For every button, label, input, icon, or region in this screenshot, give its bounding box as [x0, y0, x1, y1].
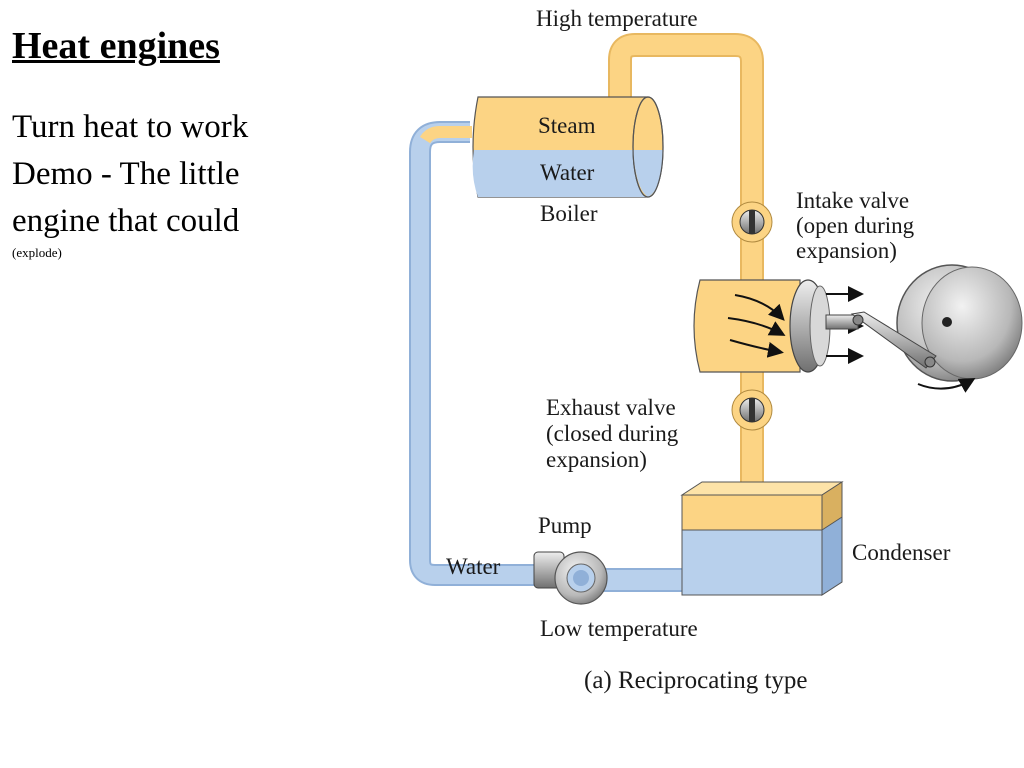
label-boiler: Boiler — [540, 201, 598, 226]
label-intake-valve-3: expansion) — [796, 238, 897, 263]
connecting-rod — [825, 311, 937, 369]
label-exhaust-valve-1: Exhaust valve — [546, 395, 676, 420]
flywheel — [896, 264, 1023, 393]
body-line-3: engine that could — [12, 203, 240, 239]
exhaust-valve — [731, 389, 773, 431]
figure-caption: (a) Reciprocating type — [584, 667, 808, 694]
label-high-temperature: High temperature — [536, 6, 698, 31]
label-steam: Steam — [538, 113, 596, 138]
cylinder — [693, 279, 831, 373]
body-note: (explode) — [12, 245, 62, 260]
label-low-temperature: Low temperature — [540, 616, 698, 641]
condenser — [680, 481, 844, 596]
label-exhaust-valve-3: expansion) — [546, 447, 647, 472]
label-exhaust-valve-2: (closed during — [546, 421, 679, 446]
body-line-2: Demo - The little — [12, 156, 240, 192]
body-line-1: Turn heat to work — [12, 109, 249, 145]
boiler — [472, 96, 664, 198]
label-water-boiler: Water — [540, 160, 595, 185]
slide-title: Heat engines — [12, 25, 220, 67]
slide-body: Turn heat to work Demo - The little engi… — [12, 104, 342, 261]
label-intake-valve-1: Intake valve — [796, 188, 909, 213]
water-return-pipe — [409, 121, 540, 586]
pump — [533, 551, 608, 605]
intake-valve — [731, 201, 773, 243]
label-pump: Pump — [538, 513, 592, 538]
label-condenser: Condenser — [852, 540, 951, 565]
label-intake-valve-2: (open during — [796, 213, 915, 238]
label-water-pipe: Water — [446, 554, 501, 579]
